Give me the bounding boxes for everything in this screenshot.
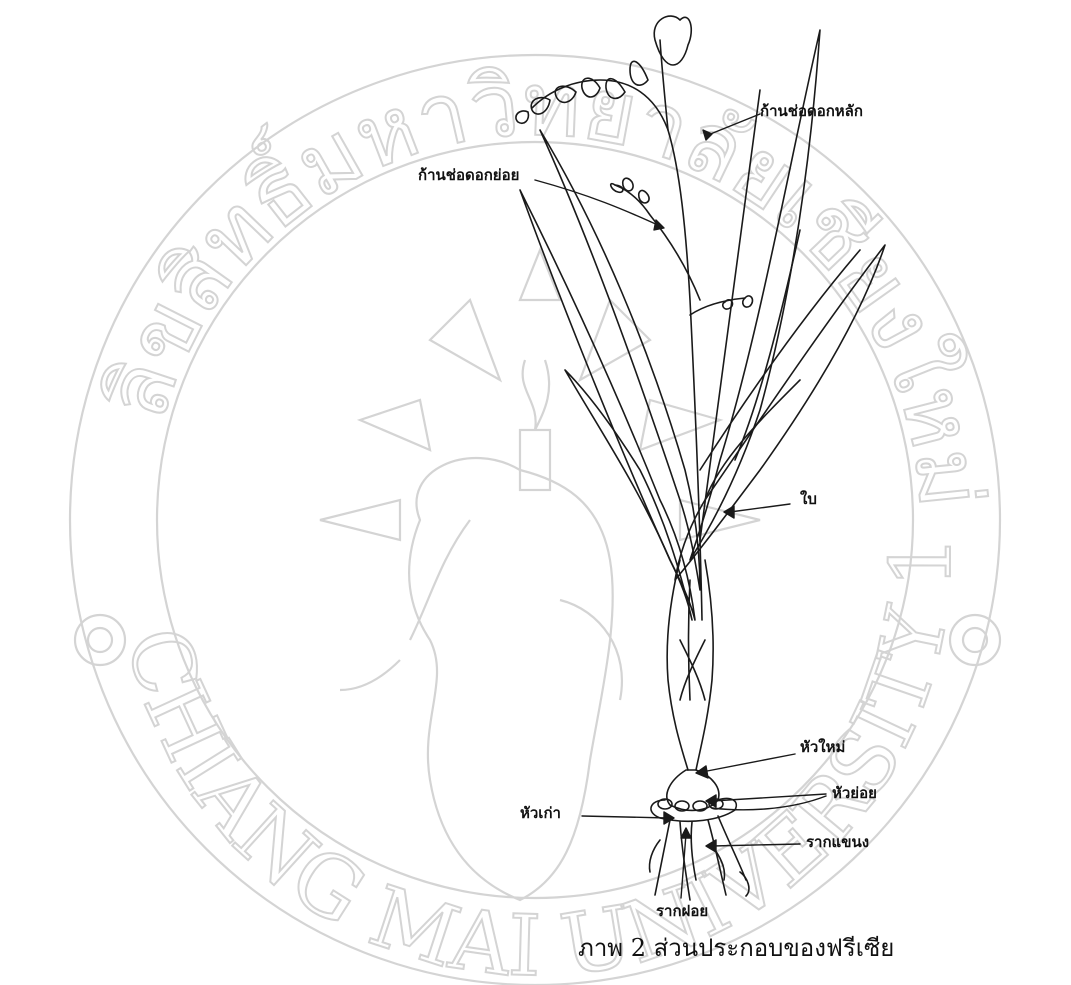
label-old-corm: หัวเก่า [520,806,561,821]
roots-group [649,816,748,900]
label-sub-stalk: ก้านช่อดอกย่อย [418,168,519,183]
label-main-stalk: ก้านช่อดอกหลัก [760,104,863,119]
label-contractile-root: รากแขนง [806,835,869,850]
label-new-corm: หัวใหม่ [800,740,845,755]
label-leaf: ใบ [800,492,817,507]
leader-lines [535,114,826,898]
stem-base-group [667,560,713,770]
label-fibrous-root: รากฝอย [656,904,708,919]
label-cormlet: หัวย่อย [832,786,877,801]
figure-caption: ภาพ 2 ส่วนประกอบของฟรีเซีย [578,936,894,960]
main-stalk-group [516,16,702,620]
